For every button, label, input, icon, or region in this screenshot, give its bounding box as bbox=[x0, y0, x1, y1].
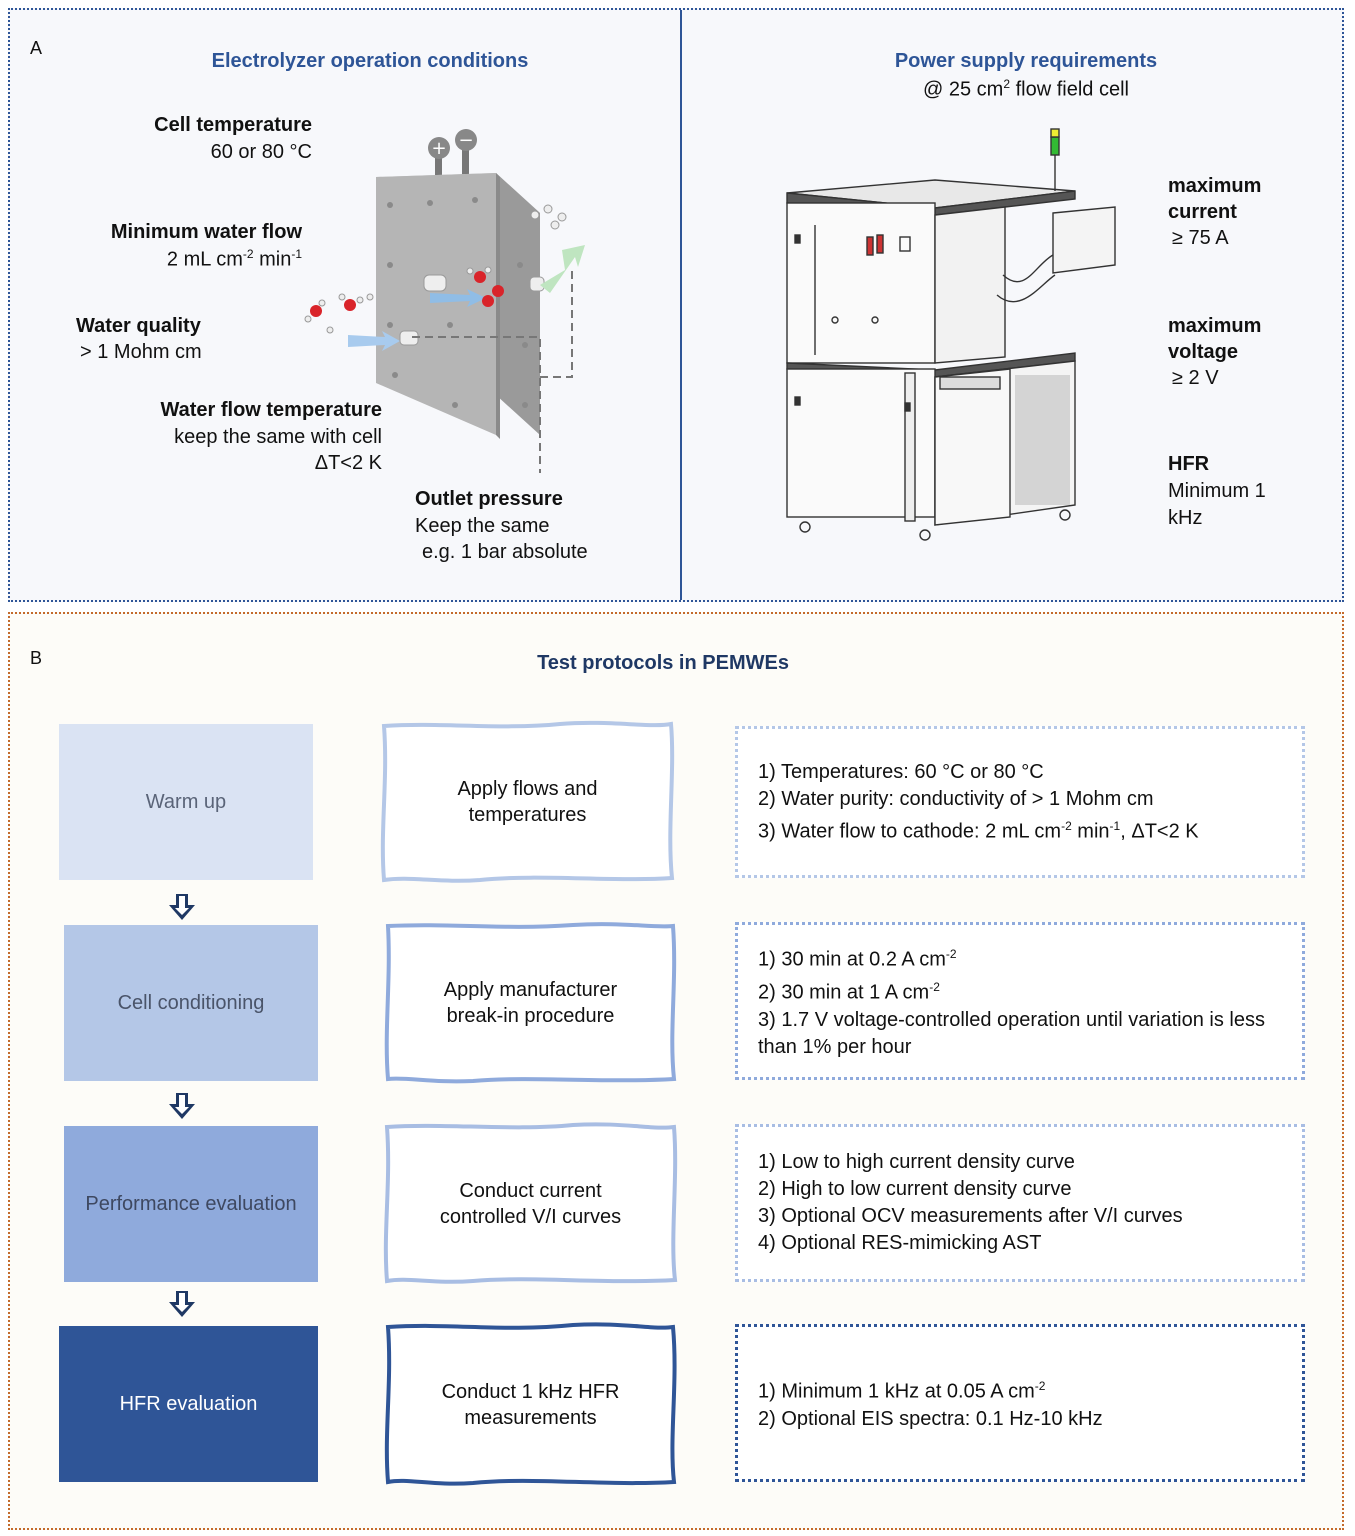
stage-hfr-evaluation: HFR evaluation bbox=[59, 1326, 318, 1482]
min-water-flow-value: 2 mL cm-2 min-1 bbox=[166, 247, 302, 271]
stage-cell-conditioning: Cell conditioning bbox=[64, 925, 318, 1081]
performance-item-4: 4) Optional RES-mimicking AST bbox=[758, 1232, 1042, 1254]
electrolyzer-title: Electrolyzer operation conditions bbox=[211, 50, 529, 72]
test-station-illustration bbox=[786, 128, 1116, 541]
down-arrow-icon bbox=[169, 1093, 195, 1119]
details-performance-evaluation: 1) Low to high current density curve 2) … bbox=[735, 1124, 1305, 1282]
stage-performance-evaluation: Performance evaluation bbox=[64, 1126, 318, 1282]
water-flow-temperature-title: Water flow temperature bbox=[160, 399, 382, 421]
action-performance-evaluation: Conduct current controlled V/I curves bbox=[383, 1122, 678, 1285]
water-quality-value: > 1 Mohm cm bbox=[80, 341, 202, 363]
details-cell-conditioning: 1) 30 min at 0.2 A cm-2 2) 30 min at 1 A… bbox=[735, 922, 1305, 1080]
stage-warm-up: Warm up bbox=[59, 724, 313, 880]
power-supply-title: Power supply requirements bbox=[894, 50, 1158, 72]
max-current-line2: current bbox=[1168, 201, 1237, 223]
performance-item-2: 2) High to low current density curve bbox=[758, 1178, 1072, 1200]
performance-item-3: 3) Optional OCV measurements after V/I c… bbox=[758, 1205, 1183, 1227]
cell-conditioning-item-3: 3) 1.7 V voltage-controlled operation un… bbox=[758, 1008, 1265, 1058]
hfr-line2: kHz bbox=[1168, 507, 1203, 529]
cell-temperature-value: 60 or 80 °C bbox=[210, 141, 312, 163]
water-flow-temperature-line2: ΔT<2 K bbox=[314, 452, 382, 474]
panel-a-divider bbox=[680, 10, 682, 600]
panel-b-letter: B bbox=[30, 648, 43, 668]
cell-conditioning-item-2: 2) 30 min at 1 A cm-2 bbox=[758, 980, 940, 1004]
details-warm-up: 1) Temperatures: 60 °C or 80 °C 2) Water… bbox=[735, 726, 1305, 878]
power-supply-subtitle: @ 25 cm2 flow field cell bbox=[923, 77, 1129, 101]
hfr-item-1: 1) Minimum 1 kHz at 0.05 A cm-2 bbox=[758, 1379, 1046, 1403]
hfr-item-2: 2) Optional EIS spectra: 0.1 Hz-10 kHz bbox=[758, 1407, 1103, 1430]
max-voltage-line1: maximum bbox=[1168, 315, 1262, 337]
down-arrow-icon bbox=[169, 894, 195, 920]
hfr-line1: Minimum 1 bbox=[1168, 480, 1266, 502]
cell-conditioning-item-1: 1) 30 min at 0.2 A cm-2 bbox=[758, 947, 957, 971]
hfr-title: HFR bbox=[1168, 453, 1210, 475]
water-flow-temperature-line1: keep the same with cell bbox=[174, 426, 382, 448]
details-hfr-evaluation: 1) Minimum 1 kHz at 0.05 A cm-2 2) Optio… bbox=[735, 1324, 1305, 1482]
action-hfr-evaluation: Conduct 1 kHz HFR measurements bbox=[383, 1322, 678, 1487]
action-cell-conditioning: Apply manufacturer break-in procedure bbox=[383, 921, 678, 1084]
action-warm-up: Apply flows and temperatures bbox=[380, 720, 675, 883]
test-protocols-title: Test protocols in PEMWEs bbox=[537, 652, 789, 674]
down-arrow-icon bbox=[169, 1291, 195, 1317]
max-voltage-line2: voltage bbox=[1168, 341, 1239, 363]
svg-text:+: + bbox=[431, 138, 446, 159]
electrolyzer-cell-illustration: + − bbox=[304, 129, 585, 473]
cell-temperature-title: Cell temperature bbox=[154, 114, 312, 136]
min-water-flow-title: Minimum water flow bbox=[110, 221, 302, 243]
panel-a-letter: A bbox=[30, 38, 43, 58]
outlet-pressure-title: Outlet pressure bbox=[415, 488, 563, 510]
water-quality-title: Water quality bbox=[76, 315, 201, 337]
warm-up-item-3: 3) Water flow to cathode: 2 mL cm-2 min-… bbox=[758, 818, 1199, 843]
warm-up-item-1: 1) Temperatures: 60 °C or 80 °C bbox=[758, 760, 1044, 783]
max-current-line1: maximum bbox=[1168, 175, 1262, 197]
max-current-value: ≥ 75 A bbox=[1172, 227, 1229, 249]
svg-text:−: − bbox=[458, 130, 473, 151]
performance-item-1: 1) Low to high current density curve bbox=[758, 1151, 1075, 1173]
warm-up-item-2: 2) Water purity: conductivity of > 1 Moh… bbox=[758, 787, 1154, 810]
outlet-pressure-line1: Keep the same bbox=[415, 515, 550, 537]
panel-a bbox=[8, 8, 1344, 602]
max-voltage-value: ≥ 2 V bbox=[1172, 367, 1219, 389]
outlet-pressure-line2: e.g. 1 bar absolute bbox=[422, 541, 588, 563]
